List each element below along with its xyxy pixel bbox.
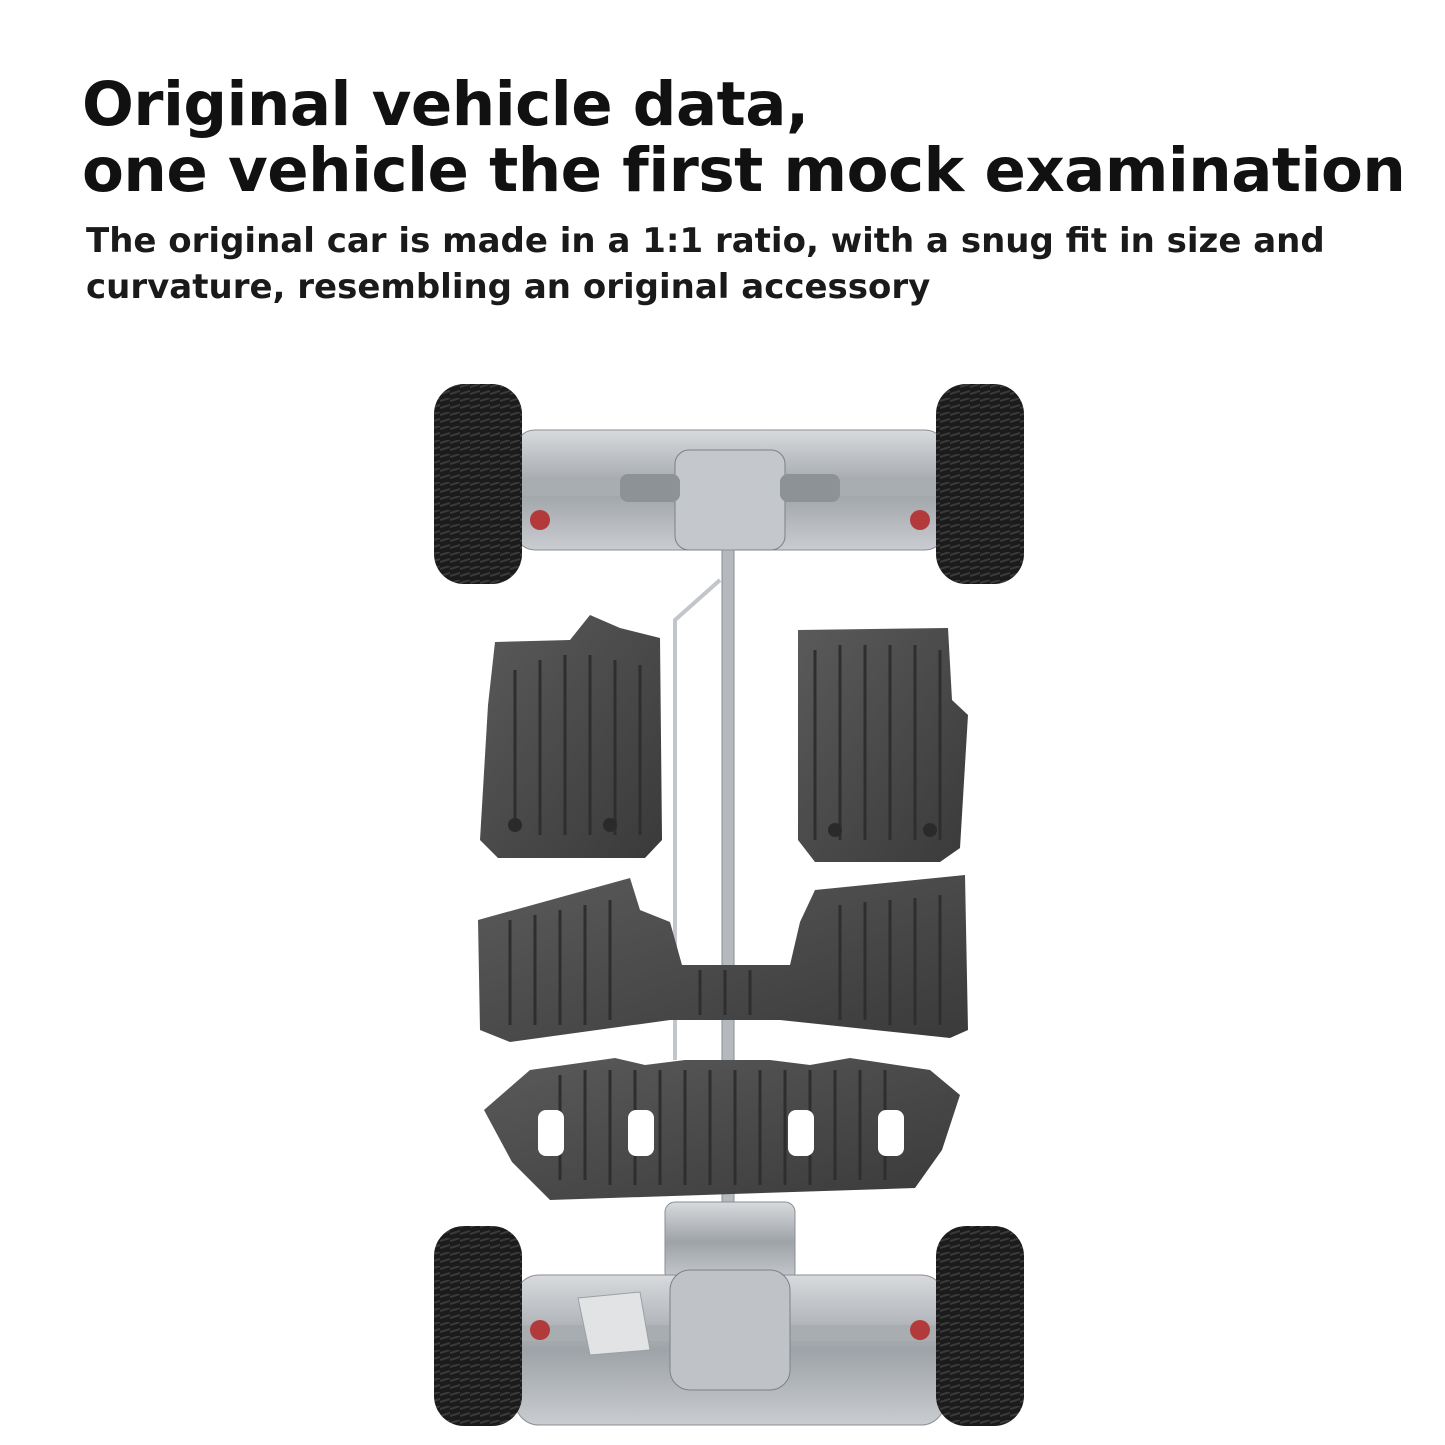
subheadline: The original car is made in a 1:1 ratio,… <box>86 218 1386 310</box>
headline: Original vehicle data, one vehicle the f… <box>82 72 1422 204</box>
front-axle <box>480 1201 980 1426</box>
chassis-floor-mat-illustration <box>434 384 1024 1426</box>
rear-axle <box>480 429 980 551</box>
third-row-floor-mat <box>484 1058 960 1200</box>
driver-floor-mat <box>480 615 662 858</box>
subheadline-line-1: The original car is made in a 1:1 ratio,… <box>86 221 1325 261</box>
headline-line-1: Original vehicle data, <box>82 69 809 140</box>
second-row-floor-mat <box>478 875 968 1042</box>
subheadline-line-2: curvature, resembling an original access… <box>86 267 931 307</box>
brake-line <box>673 578 722 1060</box>
rear-right-tire <box>936 384 1024 584</box>
front-right-tire <box>936 1226 1024 1426</box>
passenger-floor-mat <box>798 628 968 862</box>
front-left-tire <box>434 1226 522 1426</box>
headline-line-2: one vehicle the first mock examination <box>82 135 1406 206</box>
rear-left-tire <box>434 384 522 584</box>
